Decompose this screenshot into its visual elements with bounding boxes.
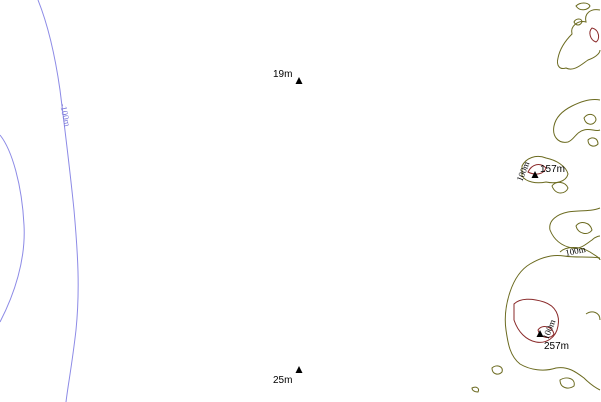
triangle-peak-icon xyxy=(531,171,539,178)
coastline-islet-north-b xyxy=(573,18,583,26)
peak-label-257m: 257m xyxy=(544,341,569,352)
coastline-island-north xyxy=(557,9,601,70)
peak-label-25m: 25m xyxy=(273,375,292,386)
triangle-peak-icon xyxy=(295,77,303,84)
peak-label-19m: 19m xyxy=(273,69,292,80)
triangle-peak-icon xyxy=(295,366,303,373)
coastline-landmass-south xyxy=(504,255,601,391)
coastline-islet-mid-a xyxy=(583,113,597,125)
coastline-landmass-middle xyxy=(553,99,601,143)
coastline-islet-mid-b xyxy=(587,137,599,147)
contour-land-south xyxy=(513,298,559,343)
depth-label-100m: -100m xyxy=(58,102,73,127)
coastline-islet-south-d xyxy=(471,386,479,393)
coastline-landmass-lower xyxy=(549,207,601,249)
coastline-islet-north-a xyxy=(575,2,591,11)
contour-land-lower xyxy=(575,222,593,234)
coastline-islet-mid-c xyxy=(551,181,569,194)
triangle-peak-icon xyxy=(536,330,544,337)
contour-label-100m-lower: 100m xyxy=(564,244,586,258)
depth-contour-line-100m xyxy=(37,0,79,402)
coastline-islet-south-b xyxy=(491,365,503,375)
contour-land-north xyxy=(589,27,600,43)
coastline-islet-south-c xyxy=(559,377,575,389)
depth-contour-line-inner xyxy=(0,134,25,323)
coastline-island-157m xyxy=(521,155,569,184)
coastline-islet-south-a xyxy=(585,311,601,321)
peak-label-157m: 157m xyxy=(540,164,565,175)
